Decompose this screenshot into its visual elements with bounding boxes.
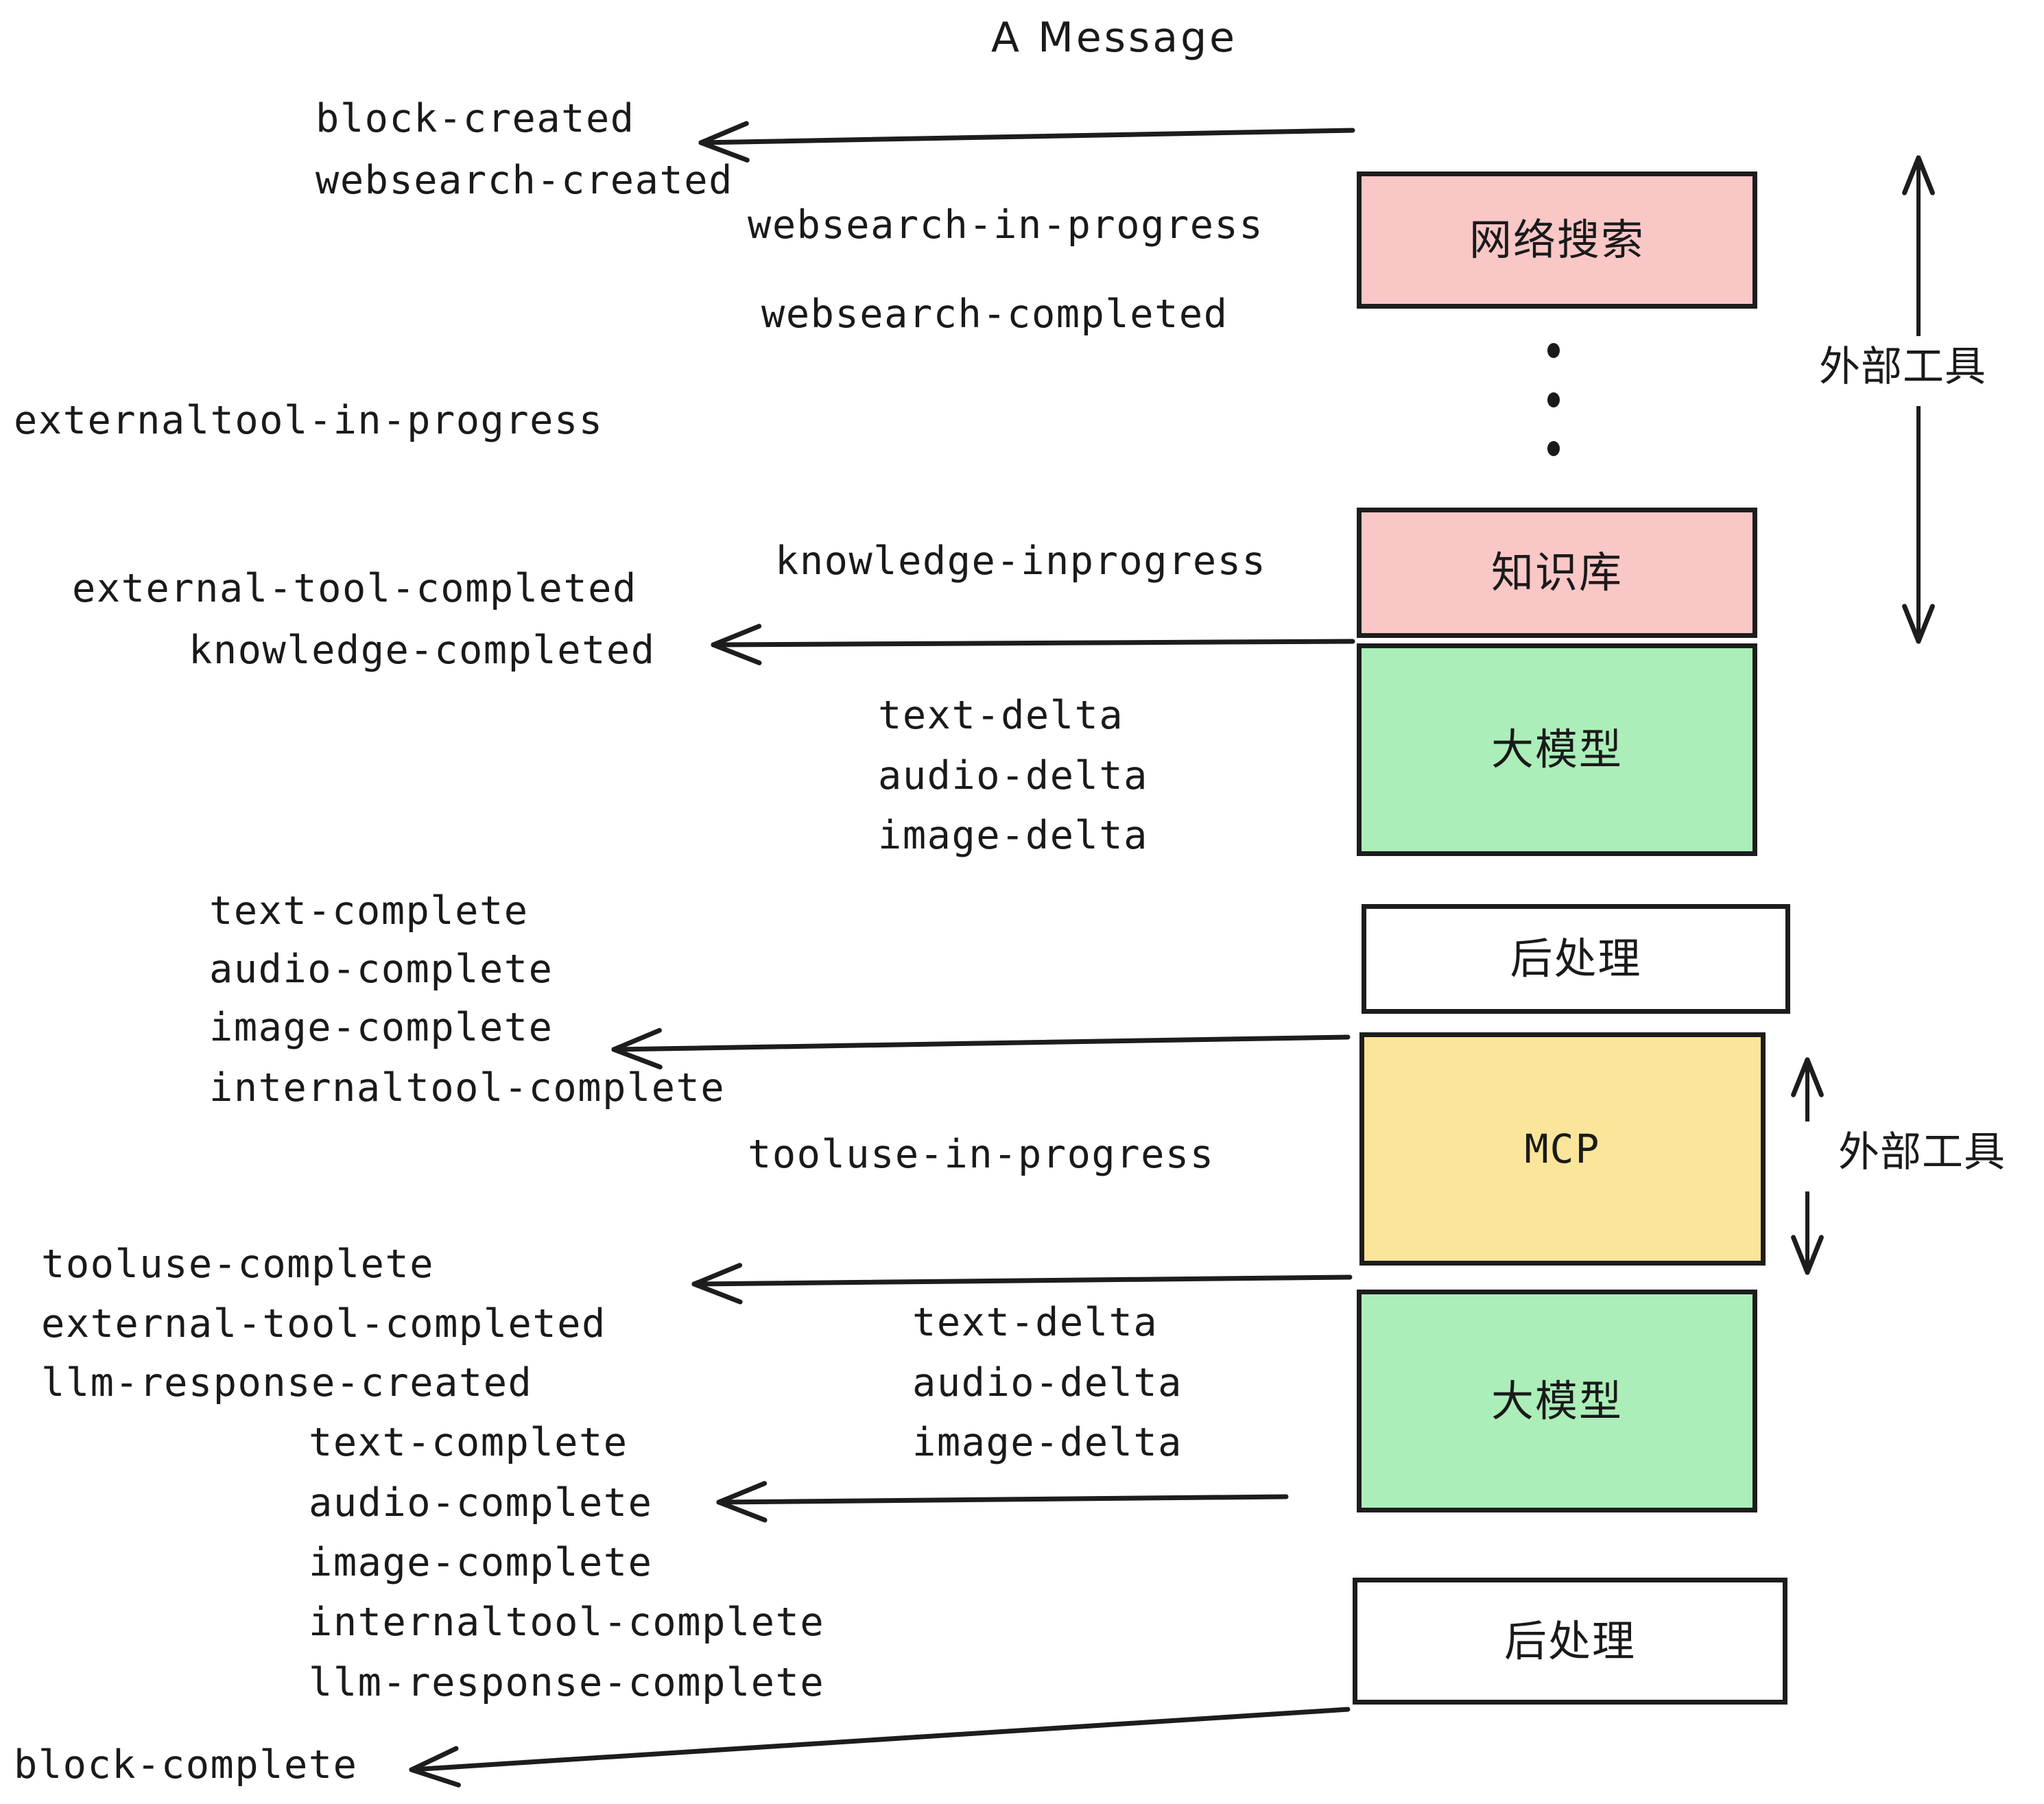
arrow-postprocess-to-block-complete-head	[409, 1746, 459, 1772]
side-arrowhead-down-external-tools-lower	[1805, 1235, 1824, 1275]
event-label-knowledge-inprogress: knowledge-inprogress	[775, 538, 1267, 584]
box-label-llm-upper: 大模型	[1490, 724, 1623, 774]
box-label-mcp: MCP	[1524, 1126, 1601, 1172]
event-label-websearch-completed: websearch-completed	[761, 292, 1228, 337]
event-label-audio-delta: audio-delta	[878, 753, 1148, 798]
arrow-llm-to-tooluse-complete-head	[691, 1263, 743, 1287]
event-label-llm-response-complete: llm-response-complete	[309, 1660, 825, 1705]
arrow-mcp-to-image-complete-head	[611, 1028, 662, 1052]
arrow-websearch-to-block-created	[698, 128, 1355, 145]
arrow-mcp-to-image-complete-head	[611, 1047, 663, 1070]
box-llm-lower: 大模型	[1357, 1290, 1757, 1512]
arrow-llm-to-tooluse-complete	[691, 1274, 1353, 1287]
event-label-audio-complete: audio-complete	[209, 947, 554, 992]
event-label-text-delta: text-delta	[912, 1300, 1158, 1345]
side-arrowhead-up-external-tools-lower	[1805, 1057, 1824, 1097]
event-label-internaltool-complete: internaltool-complete	[209, 1065, 726, 1111]
event-label-audio-delta: audio-delta	[912, 1360, 1183, 1405]
side-arrowhead-up-external-tools-upper	[1902, 155, 1921, 195]
event-label-image-delta: image-delta	[912, 1420, 1183, 1465]
event-label-knowledge-completed: knowledge-completed	[189, 628, 656, 673]
box-llm-upper: 大模型	[1357, 643, 1757, 856]
arrow-llm-to-audio-complete-head	[716, 1499, 768, 1523]
page-title: A Message	[991, 14, 1238, 62]
arrow-knowledge-to-knowledge-completed-head	[711, 624, 762, 648]
vertical-ellipsis	[1547, 343, 1560, 456]
side-label-external-tools-upper: 外部工具	[1819, 343, 1986, 391]
event-label-llm-response-created: llm-response-created	[41, 1360, 533, 1405]
event-label-block-created: block-created	[316, 96, 635, 141]
event-label-websearch-in-progress: websearch-in-progress	[748, 202, 1264, 248]
event-label-text-complete: text-complete	[309, 1420, 628, 1465]
arrow-mcp-to-image-complete	[611, 1034, 1351, 1052]
arrow-websearch-to-block-created-head	[698, 121, 749, 145]
side-arrowhead-up-external-tools-lower	[1791, 1057, 1810, 1097]
event-label-tooluse-complete: tooluse-complete	[41, 1242, 435, 1287]
side-arrowhead-down-external-tools-upper	[1916, 604, 1935, 644]
event-label-image-complete: image-complete	[209, 1005, 554, 1050]
box-label-postprocess-upper: 后处理	[1510, 934, 1642, 984]
arrow-knowledge-to-knowledge-completed-head	[711, 642, 762, 665]
box-label-postprocess-lower: 后处理	[1504, 1615, 1636, 1666]
side-arrowhead-down-external-tools-lower	[1791, 1235, 1810, 1275]
event-label-audio-complete: audio-complete	[309, 1480, 653, 1526]
event-label-text-delta: text-delta	[878, 693, 1124, 738]
ellipsis-dot	[1547, 441, 1560, 456]
side-label-external-tools-lower: 外部工具	[1838, 1128, 2006, 1176]
arrow-llm-to-tooluse-complete-head	[691, 1281, 743, 1305]
box-label-llm-lower: 大模型	[1490, 1375, 1623, 1426]
box-mcp: MCP	[1359, 1032, 1766, 1266]
event-label-tooluse-in-progress: tooluse-in-progress	[748, 1132, 1215, 1177]
ellipsis-dot	[1547, 392, 1560, 407]
box-websearch: 网络搜索	[1357, 171, 1757, 309]
event-label-external-tool-completed: external-tool-completed	[41, 1301, 606, 1346]
event-label-image-delta: image-delta	[878, 813, 1148, 858]
event-label-text-complete: text-complete	[209, 888, 529, 934]
side-arrowhead-down-external-tools-upper	[1902, 604, 1921, 644]
box-postprocess-upper: 后处理	[1362, 904, 1790, 1014]
event-label-external-tool-completed: external-tool-completed	[72, 566, 637, 611]
event-label-image-complete: image-complete	[309, 1540, 653, 1585]
event-label-internaltool-complete: internaltool-complete	[309, 1600, 825, 1645]
arrow-llm-to-audio-complete-head	[716, 1481, 768, 1505]
ellipsis-dot	[1547, 343, 1560, 358]
box-label-knowledge-base: 知识库	[1490, 547, 1623, 597]
arrow-postprocess-to-block-complete-head	[409, 1767, 461, 1788]
event-label-block-complete: block-complete	[14, 1742, 358, 1788]
box-label-websearch: 网络搜索	[1469, 215, 1645, 265]
box-knowledge-base: 知识库	[1357, 508, 1757, 638]
arrow-knowledge-to-knowledge-completed	[711, 639, 1355, 648]
event-label-websearch-created: websearch-created	[316, 158, 733, 203]
event-label-externaltool-in-progress: externaltool-in-progress	[14, 398, 604, 443]
box-postprocess-lower: 后处理	[1353, 1578, 1787, 1705]
arrow-postprocess-to-block-complete	[409, 1707, 1351, 1772]
side-arrowhead-up-external-tools-upper	[1916, 155, 1935, 195]
arrow-llm-to-audio-complete	[716, 1494, 1289, 1505]
